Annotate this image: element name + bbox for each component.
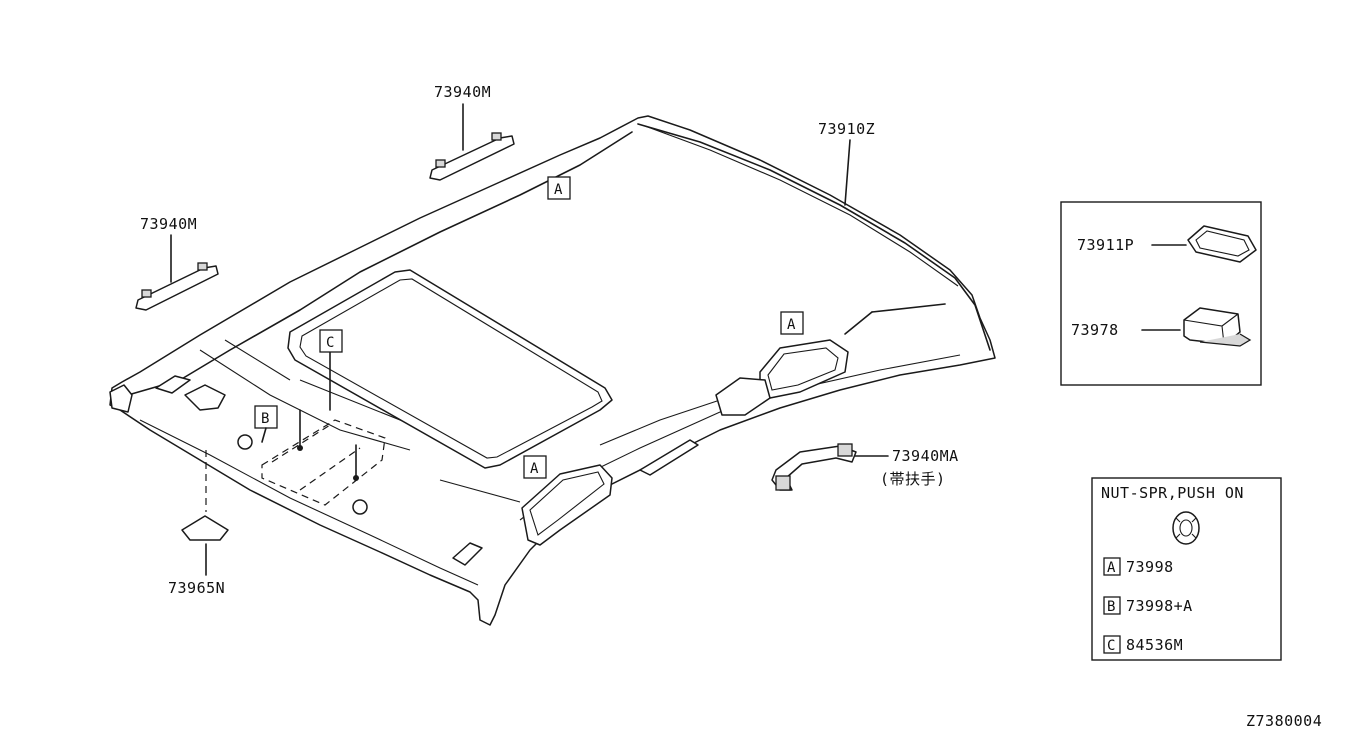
clip-front-tab-2 xyxy=(197,262,208,271)
label-clip-holder: 73978 xyxy=(1071,321,1119,339)
svg-text:B: B xyxy=(1107,599,1115,615)
label-headlining: 73910Z xyxy=(818,120,875,138)
grip-assist-end-left xyxy=(775,475,791,491)
dome-screw-head xyxy=(353,475,359,481)
callout-a-right-leader-2 xyxy=(871,303,946,313)
sunvisor-housing-left-inner xyxy=(529,471,605,536)
pad-illustration xyxy=(181,515,229,541)
callout-a-top: A xyxy=(547,176,571,200)
clip-rear-tab-1 xyxy=(435,159,446,168)
center-clip-round xyxy=(352,499,368,515)
rear-clip-round xyxy=(237,434,253,450)
label-pad: 73965N xyxy=(168,579,225,597)
svg-text:73998+A: 73998+A xyxy=(1126,597,1193,615)
side-clip-right xyxy=(452,542,483,566)
label-clip-rear: 73940M xyxy=(434,83,491,101)
rear-pocket-lines xyxy=(199,339,411,451)
rear-lamp-recess xyxy=(184,384,226,411)
front-clip-small xyxy=(639,439,699,476)
clip-rear-body xyxy=(429,135,515,181)
sunroof-opening-inner xyxy=(299,278,603,459)
headlining-right-edge xyxy=(139,419,479,586)
dome-lamp-frame-dashed xyxy=(261,419,386,506)
label-grip-assist-note: (帯扶手) xyxy=(880,470,946,488)
legend-title: NUT-SPR,PUSH ON xyxy=(1101,484,1244,502)
svg-text:A: A xyxy=(1107,560,1116,576)
sunroof-opening xyxy=(287,269,613,469)
callout-a-right: A xyxy=(780,311,804,335)
callout-c: C xyxy=(319,329,343,353)
label-clip-front: 73940M xyxy=(140,215,197,233)
bezel-illustration xyxy=(1187,225,1257,263)
grip-assist-illustration xyxy=(771,443,857,491)
dome-lamp-inner-dashed xyxy=(271,424,361,491)
clip-front-illustration xyxy=(135,262,219,311)
headlining-leader xyxy=(844,139,851,206)
callout-a-bottom: A xyxy=(523,455,547,479)
headlining-front-fold-2 xyxy=(644,125,959,287)
svg-text:A: A xyxy=(787,317,796,333)
svg-text:73998: 73998 xyxy=(1126,558,1174,576)
sunvisor-housing-left xyxy=(521,464,613,546)
grip-assist-end-right xyxy=(837,443,853,457)
headlining-illustration xyxy=(109,115,996,626)
callout-a-right-leader xyxy=(844,311,873,335)
callout-b: B xyxy=(254,405,278,443)
rear-clip-left xyxy=(155,375,191,394)
dome-screw-head-2 xyxy=(297,445,303,451)
legend-row-c: C 84536M xyxy=(1103,635,1183,654)
clip-front-body xyxy=(135,265,219,311)
svg-text:C: C xyxy=(326,335,334,351)
diagram-id: Z7380004 xyxy=(1246,712,1322,730)
clip-rear-tab-2 xyxy=(491,132,502,141)
label-grip-assist: 73940MA xyxy=(892,447,959,465)
clip-holder-illustration xyxy=(1183,307,1252,347)
clip-rear-illustration xyxy=(429,132,515,181)
sunvisor-housing-right-inner xyxy=(767,347,839,391)
svg-text:A: A xyxy=(554,182,563,198)
clip-front-tab-1 xyxy=(141,289,152,298)
headlining-front-fold xyxy=(637,123,991,351)
svg-text:B: B xyxy=(261,411,269,427)
headlining-rear-lip xyxy=(127,131,633,396)
legend-row-a: A 73998 xyxy=(1103,557,1174,576)
detail-inset-frame xyxy=(1060,201,1262,386)
rear-tab xyxy=(109,384,133,413)
label-bezel: 73911P xyxy=(1077,236,1134,254)
legend-row-b: B 73998+A xyxy=(1103,596,1193,615)
legend-frame xyxy=(1091,477,1282,661)
map-lamp-recess xyxy=(715,377,771,416)
svg-text:C: C xyxy=(1107,638,1115,654)
nut-icon xyxy=(1172,511,1200,545)
svg-text:A: A xyxy=(530,461,539,477)
svg-text:84536M: 84536M xyxy=(1126,636,1183,654)
